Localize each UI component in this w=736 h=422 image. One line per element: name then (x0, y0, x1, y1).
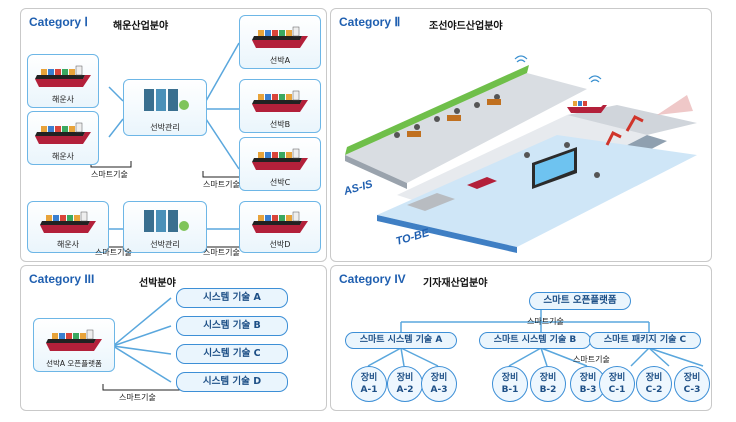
category-1-subtitle: 해운산업분야 (113, 21, 169, 32)
shipping-company-label: 해운사 (51, 95, 75, 104)
server-icon (144, 210, 189, 232)
ship-icon (39, 211, 97, 234)
ship-c-node: 선박C (239, 137, 321, 191)
category-4-connectors (367, 309, 704, 367)
ship-icon (251, 90, 309, 113)
smart-tech-label: 스마트기술 (119, 393, 156, 402)
smart-tech-label: 스마트기술 (527, 317, 564, 326)
smart-tech-label: 스마트기술 (203, 180, 240, 189)
category-4-title: Category IV (339, 272, 406, 286)
smart-tech-label: 스마트기술 (95, 248, 132, 257)
ship-management-node-2: 선박관리 (123, 201, 207, 253)
category-3-connectors (102, 297, 180, 391)
category-1-title: Category Ⅰ (29, 15, 88, 29)
ship-management-label: 선박관리 (150, 123, 180, 132)
category-2-title: Category Ⅱ (339, 15, 401, 29)
smart-open-platform-box: 스마트 오픈플랫폼 (529, 292, 631, 310)
ship-b-node: 선박B (239, 79, 321, 133)
ship-d-node: 선박D (239, 201, 321, 253)
category-2-subtitle: 조선야드산업분야 (429, 21, 503, 32)
ship-icon (34, 65, 92, 88)
category-4-subtitle: 기자재산업분야 (423, 278, 488, 289)
category-2-panel: Category Ⅱ 조선야드산업분야 (330, 8, 712, 262)
category-4-panel: Category IV 기자재산업분야 스마트 오픈플랫폼 스마트기술 스마트 … (330, 265, 712, 411)
category-1-panel: Category Ⅰ 해운산업분야 해운사 해운사 선박관리 (20, 8, 327, 262)
smart-tech-label: 스마트기술 (573, 355, 610, 364)
category-3-title: Category III (29, 272, 95, 286)
ship-a-label: 선박A (269, 56, 291, 65)
smart-system-tech-b-box: 스마트 시스템 기술 B (479, 332, 591, 349)
ship-platform-label: 선박A 오픈플랫폼 (46, 359, 102, 368)
ship-icon (251, 148, 309, 171)
ship-management-node-1: 선박관리 (123, 79, 207, 136)
system-tech-b-box: 시스템 기술 B (176, 316, 288, 336)
smart-package-tech-c-box: 스마트 패키지 기술 C (589, 332, 701, 349)
system-tech-d-box: 시스템 기술 D (176, 372, 288, 392)
smart-tech-label: 스마트기술 (91, 170, 128, 179)
smart-system-tech-a-box: 스마트 시스템 기술 A (345, 332, 457, 349)
ship-d-label: 선박D (269, 240, 291, 249)
system-tech-c-box: 시스템 기술 C (176, 344, 288, 364)
shipyard-illustration: AS-IS TO-BE (337, 35, 709, 255)
category-3-subtitle: 선박분야 (139, 278, 176, 289)
system-tech-a-box: 시스템 기술 A (176, 288, 288, 308)
ship-icon (34, 122, 92, 145)
ship-management-label: 선박관리 (150, 240, 180, 249)
shipping-company-node-3: 해운사 (27, 201, 109, 253)
equipment-label: 장비 (683, 373, 701, 383)
equipment-c-3: 장비 C-3 (674, 366, 710, 402)
server-icon (144, 89, 189, 111)
shipping-company-node-2: 해운사 (27, 111, 99, 165)
category-3-panel: Category III 선박분야 선박A 오픈플랫폼 시스템 기술 A 시스템… (20, 265, 327, 411)
shipping-company-label: 해운사 (51, 152, 75, 161)
shipping-company-node-1: 해운사 (27, 54, 99, 108)
shipping-company-label: 해운사 (56, 240, 80, 249)
ship-a-platform-node: 선박A 오픈플랫폼 (33, 318, 115, 372)
ship-icon (45, 329, 103, 352)
equipment-id: C-3 (683, 385, 701, 395)
ship-c-label: 선박C (269, 178, 291, 187)
ship-icon (251, 26, 309, 49)
smart-tech-label: 스마트기술 (203, 248, 240, 257)
ship-a-node: 선박A (239, 15, 321, 69)
ship-icon (251, 211, 309, 234)
ship-b-label: 선박B (269, 120, 291, 129)
